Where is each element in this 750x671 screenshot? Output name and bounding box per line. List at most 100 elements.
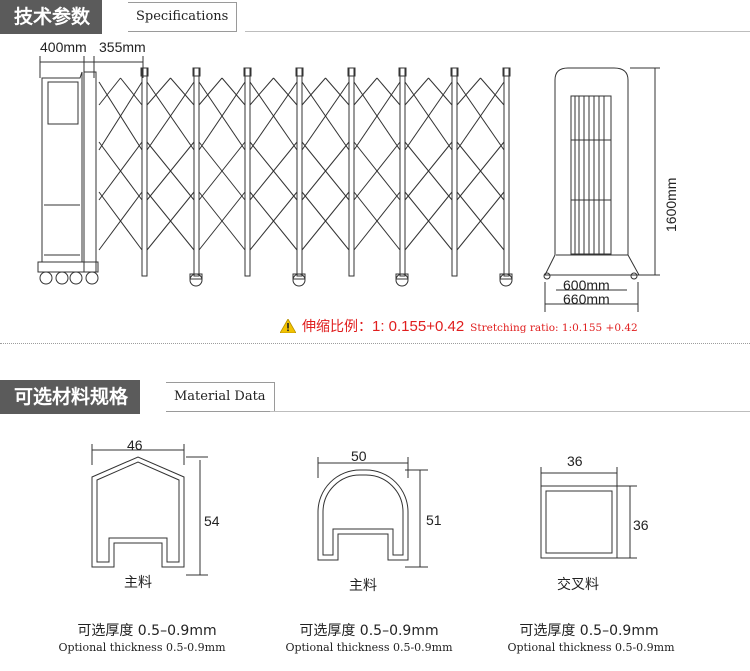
- gate-post: [399, 67, 406, 277]
- wheel-bracket: [395, 273, 409, 280]
- lattice-bar: [404, 81, 453, 151]
- profile-1-shape: [91, 456, 185, 568]
- lattice-bar: [273, 77, 298, 106]
- lattice-bar: [301, 81, 350, 151]
- post-cap: [192, 67, 201, 77]
- lattice-bar: [198, 191, 246, 251]
- stretching-ratio: 伸缩比例：1: 0.155+0.42 Stretching ratio: 1:0.…: [280, 316, 638, 336]
- lattice-bar: [456, 81, 505, 151]
- header-rule: [245, 31, 750, 32]
- post-cap: [450, 67, 459, 77]
- wheel: [55, 271, 69, 285]
- dim-660: 660mm: [563, 291, 610, 307]
- lattice-bar: [98, 141, 143, 201]
- gate-post: [451, 67, 458, 277]
- lattice-bar: [404, 141, 453, 201]
- lattice-bar: [404, 191, 453, 251]
- lattice-bar: [456, 191, 505, 251]
- profile-3-height: 36: [633, 517, 649, 533]
- side-wheel: [543, 272, 551, 280]
- dim-355: 355mm: [99, 39, 146, 55]
- lattice-bar: [353, 191, 401, 251]
- ratio-label-cn: 伸缩比例：: [302, 319, 372, 335]
- profile-1-width: 46: [127, 437, 143, 453]
- post-cap: [347, 67, 356, 77]
- lattice-bar: [480, 77, 505, 106]
- header-rule: [270, 411, 750, 412]
- lattice-bar: [428, 77, 453, 106]
- wheel-bracket: [189, 273, 203, 280]
- lattice-bar: [353, 81, 401, 151]
- profile-3-thickness-en: Optional thickness 0.5-0.9mm: [507, 641, 675, 654]
- gate-post: [296, 67, 303, 277]
- wheel: [69, 271, 83, 285]
- profile-2-thickness-cn: 可选厚度 0.5–0.9mm: [299, 623, 439, 639]
- warning-icon: [280, 319, 296, 333]
- lattice-bar: [146, 191, 195, 251]
- section-divider: [0, 343, 750, 344]
- lattice-bar: [249, 141, 298, 201]
- head-cabinet: [41, 71, 83, 263]
- lattice-bar: [198, 81, 246, 151]
- profile-3-shape: [540, 485, 618, 559]
- side-wheel: [630, 272, 638, 280]
- profile-1-thickness-en: Optional thickness 0.5-0.9mm: [58, 641, 226, 654]
- dim-400: 400mm: [40, 39, 87, 55]
- material-title-cn: 可选材料规格: [0, 380, 141, 414]
- lattice-bar: [98, 77, 121, 106]
- lattice-bar: [249, 191, 298, 251]
- wheel-bracket: [499, 273, 513, 280]
- profile-1-dims: [91, 444, 208, 576]
- lattice-bar: [146, 81, 195, 151]
- lattice-bar: [301, 191, 350, 251]
- lattice-bar: [456, 141, 505, 201]
- post-cap: [140, 67, 149, 77]
- profile-3-name: 交叉料: [557, 577, 599, 593]
- lattice-bar: [249, 77, 274, 106]
- head-window: [47, 81, 79, 125]
- lattice-bar: [221, 77, 246, 106]
- profile-1-name: 主料: [124, 575, 152, 591]
- gate-post: [348, 67, 355, 277]
- post-cap: [502, 67, 511, 77]
- dim-1600: 1600mm: [663, 178, 679, 232]
- ratio-value: 1: 0.155+0.42: [372, 318, 465, 335]
- lattice-bar: [249, 81, 298, 151]
- lattice-bar: [376, 77, 401, 106]
- lattice-bar: [146, 141, 195, 201]
- material-header: 可选材料规格 Material Data: [0, 380, 750, 414]
- lattice-bar: [404, 77, 429, 106]
- profile-3-dims: [540, 467, 637, 559]
- ratio-label-en: Stretching ratio: 1:0.155 +0.42: [470, 322, 638, 334]
- gate-diagram: 400mm 355mm 1600mm 600mm 660mm: [37, 39, 679, 312]
- wheel: [85, 271, 99, 285]
- profile-3-thickness-cn: 可选厚度 0.5–0.9mm: [519, 623, 659, 639]
- profiles-diagram: 46 54 50 51 36 36: [91, 437, 649, 576]
- profile-2-height: 51: [426, 512, 442, 528]
- gate-post: [193, 67, 200, 277]
- lattice-bar: [353, 141, 401, 201]
- dim-600: 600mm: [563, 277, 610, 293]
- head-base: [37, 261, 99, 273]
- profile-1-thickness-cn: 可选厚度 0.5–0.9mm: [77, 623, 217, 639]
- profile-3-width: 36: [567, 453, 583, 469]
- lattice-bar: [353, 77, 378, 106]
- lattice-bar: [301, 77, 326, 106]
- lattice-bar: [325, 77, 350, 106]
- material-title-en: Material Data: [166, 382, 275, 412]
- specifications-header: 技术参数 Specifications: [0, 0, 750, 34]
- lattice-bar: [198, 141, 246, 201]
- side-view-lattice-frame: [570, 95, 612, 255]
- lattice-bar: [170, 77, 195, 106]
- profile-2-shape: [317, 469, 409, 561]
- lattice-bar: [198, 77, 223, 106]
- gate-post: [141, 67, 148, 277]
- lattice-bar: [120, 77, 143, 106]
- gate-post: [244, 67, 251, 277]
- lattice-bar: [98, 191, 143, 251]
- profile-2-dims: [317, 457, 428, 568]
- profile-1-height: 54: [204, 513, 220, 529]
- wheel-bracket: [292, 273, 306, 280]
- head-post: [83, 71, 97, 273]
- profile-2-width: 50: [351, 448, 367, 464]
